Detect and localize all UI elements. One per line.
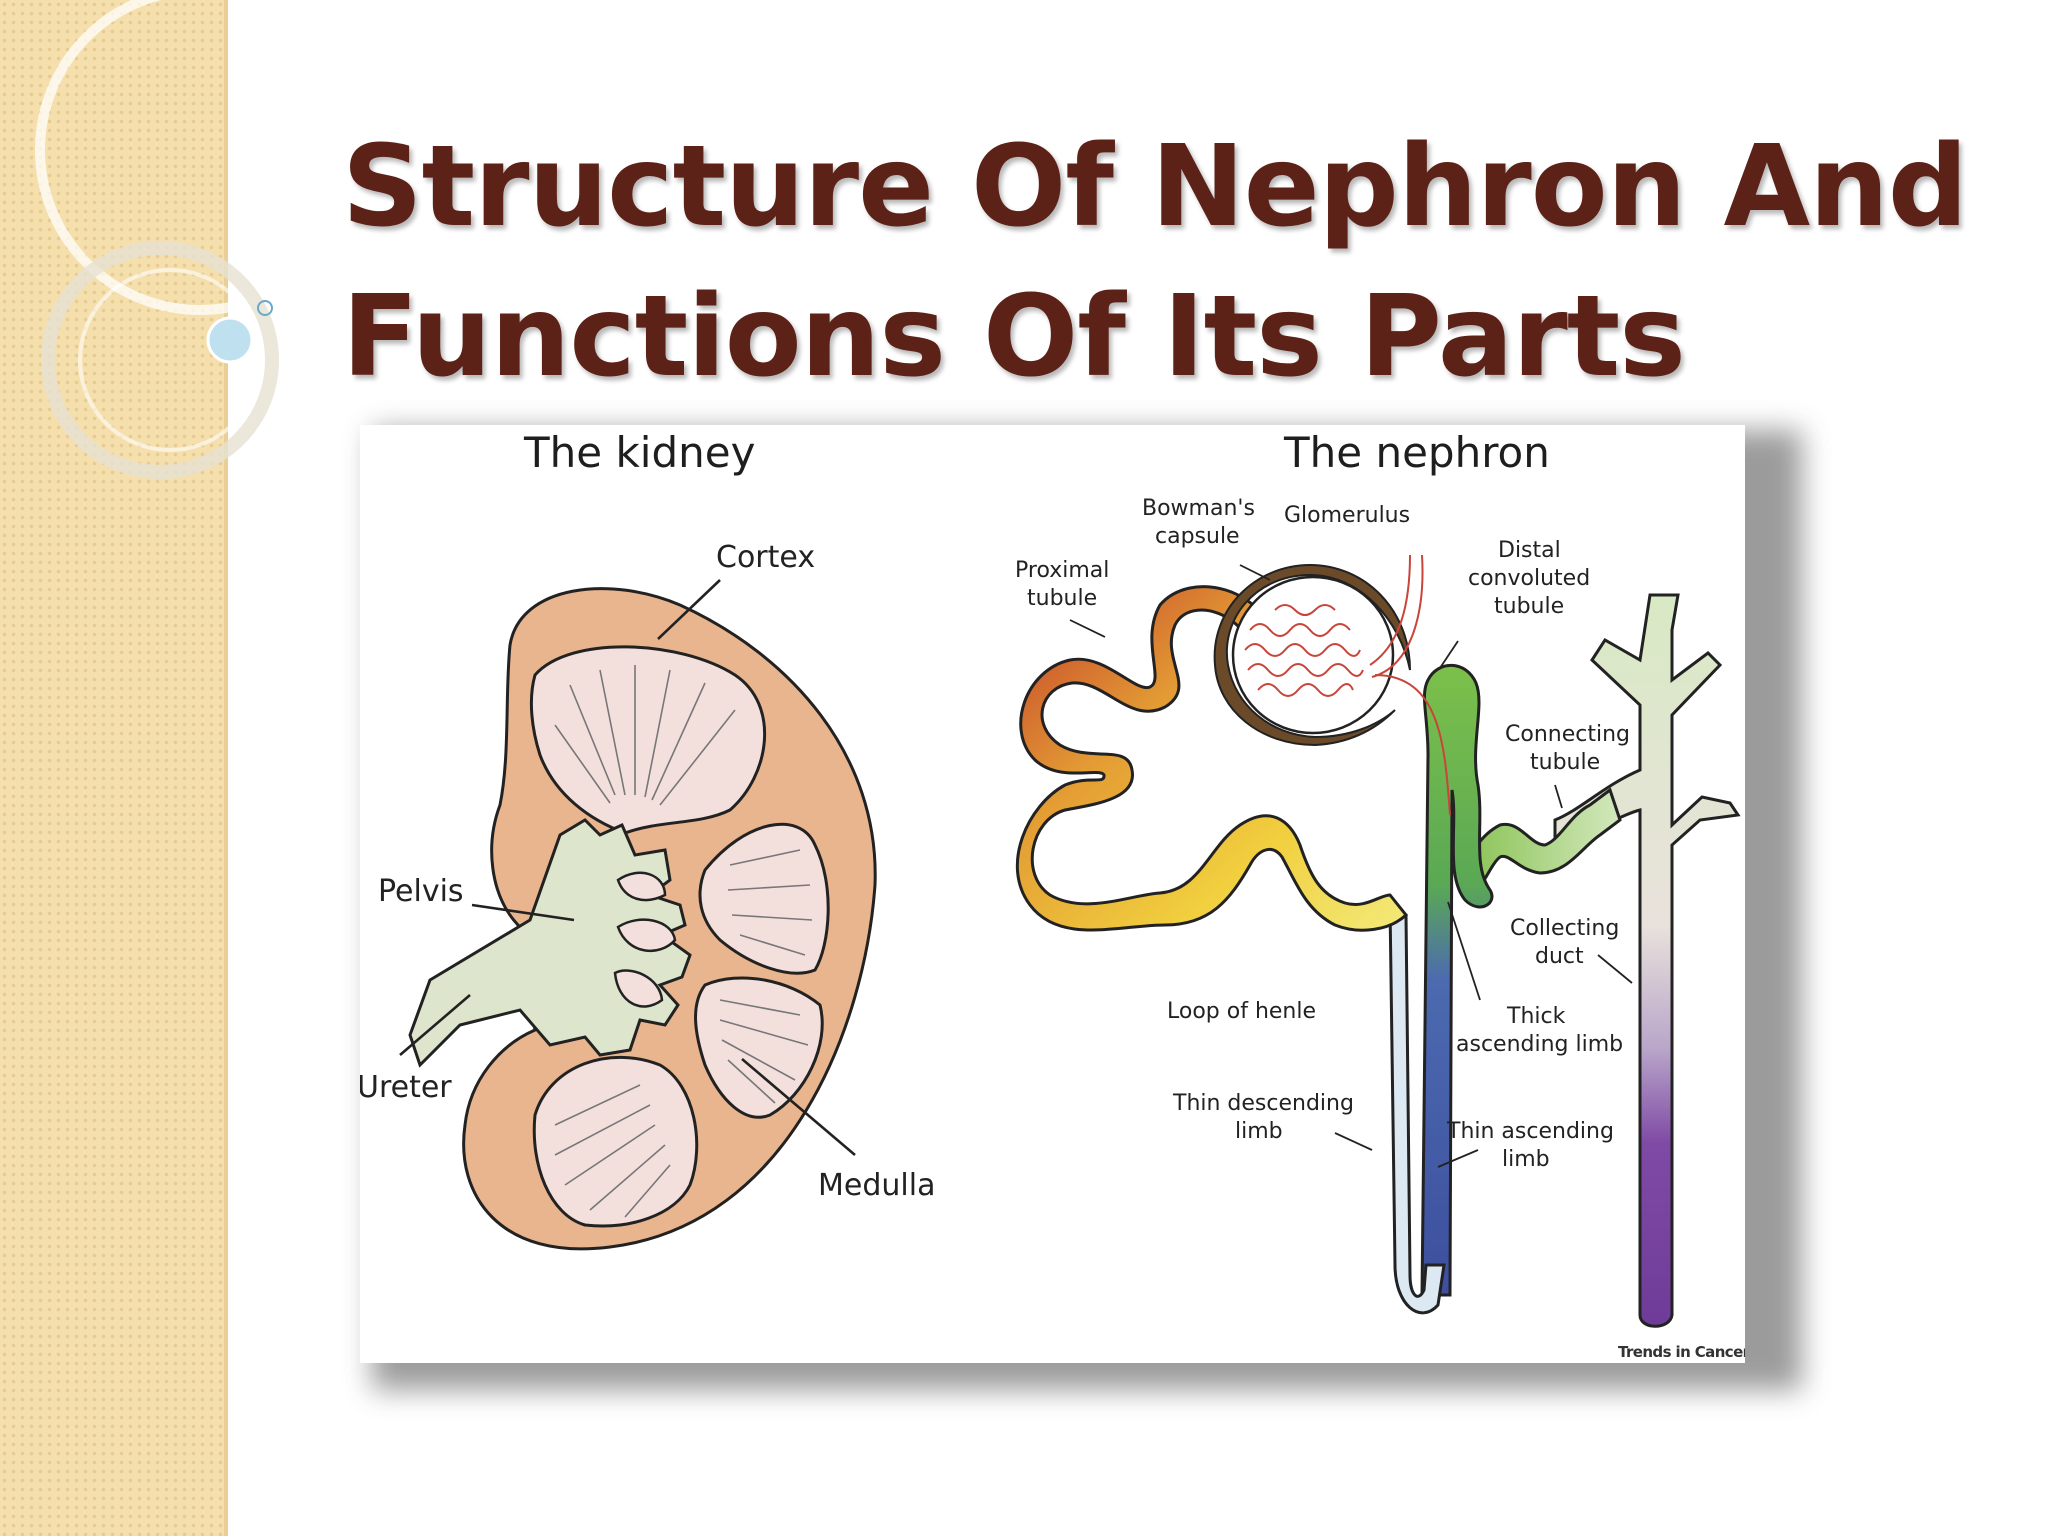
label-bowmans-capsule-1: Bowman's bbox=[1142, 496, 1255, 521]
connecting-tubule bbox=[1458, 787, 1622, 900]
kidney-calyx-1 bbox=[616, 871, 667, 902]
label-glomerulus: Glomerulus bbox=[1284, 503, 1410, 528]
medulla-pyramid-1 bbox=[529, 645, 767, 835]
label-distal-tubule-2: convoluted bbox=[1468, 566, 1590, 591]
label-proximal-tubule-2: tubule bbox=[1027, 586, 1097, 611]
collecting-duct bbox=[1553, 593, 1741, 1328]
leader-thin-ascending-limb bbox=[1437, 1149, 1479, 1168]
kidney-calyx-3 bbox=[613, 969, 664, 1008]
label-ureter: Ureter bbox=[360, 1070, 452, 1105]
deco-ring-inner bbox=[78, 268, 262, 452]
leader-bowmans-capsule bbox=[1239, 564, 1271, 581]
label-connecting-tubule-1: Connecting bbox=[1505, 722, 1630, 747]
thin-loop-of-henle bbox=[1388, 902, 1446, 1315]
deco-ring-large bbox=[35, 0, 320, 315]
label-distal-tubule-3: tubule bbox=[1494, 594, 1564, 619]
kidney-calyx-2 bbox=[616, 918, 677, 953]
deco-ring-medium bbox=[41, 241, 279, 479]
sidebar-border bbox=[224, 0, 228, 1536]
kidney-nephron-figure: The kidney Cortex Pelvis Ureter Medulla … bbox=[360, 425, 1745, 1363]
leader-pelvis bbox=[471, 903, 575, 922]
leader-distal-tubule bbox=[1439, 640, 1459, 669]
decorative-rings bbox=[35, 0, 320, 479]
label-thick-ascending-limb-2: ascending limb bbox=[1456, 1032, 1623, 1057]
figure-credit: Trends in Cancer bbox=[1618, 1343, 1745, 1361]
label-collecting-duct-2: duct bbox=[1535, 944, 1584, 969]
nephron-heading: The nephron bbox=[1283, 428, 1550, 477]
label-thin-descending-limb-1: Thin descending bbox=[1172, 1091, 1354, 1116]
medulla-striations bbox=[554, 665, 813, 1218]
medulla-pyramid-4 bbox=[532, 1055, 699, 1228]
leader-ureter bbox=[399, 994, 471, 1056]
slide-title: Structure Of Nephron And Functions Of It… bbox=[342, 112, 1968, 412]
label-pelvis: Pelvis bbox=[378, 874, 464, 909]
bowmans-capsule bbox=[1213, 563, 1411, 747]
leader-thin-descending-limb bbox=[1334, 1132, 1373, 1151]
proximal-tubule bbox=[1015, 585, 1409, 932]
label-thick-ascending-limb-1: Thick bbox=[1506, 1004, 1566, 1029]
glomerulus-capillaries bbox=[1244, 554, 1451, 816]
leader-medulla bbox=[741, 1058, 856, 1156]
leader-cortex bbox=[657, 579, 721, 640]
label-proximal-tubule-1: Proximal bbox=[1015, 558, 1109, 583]
figure-canvas: The kidney Cortex Pelvis Ureter Medulla … bbox=[360, 428, 1745, 1361]
label-thin-descending-limb-2: limb bbox=[1235, 1119, 1283, 1144]
slide-title-line-2: Functions Of Its Parts bbox=[342, 272, 1686, 402]
kidney-heading: The kidney bbox=[523, 428, 755, 477]
label-cortex: Cortex bbox=[716, 540, 815, 575]
label-bowmans-capsule-2: capsule bbox=[1155, 524, 1240, 549]
deco-bubble-icon bbox=[206, 316, 254, 364]
label-thin-ascending-limb-1: Thin ascending bbox=[1446, 1119, 1614, 1144]
label-medulla: Medulla bbox=[818, 1168, 935, 1203]
label-connecting-tubule-2: tubule bbox=[1530, 750, 1600, 775]
leader-thick-ascending-limb bbox=[1447, 901, 1481, 1001]
deco-dot-icon bbox=[257, 300, 273, 316]
leader-connecting-tubule bbox=[1554, 784, 1563, 809]
label-distal-tubule-1: Distal bbox=[1498, 538, 1561, 563]
label-thin-ascending-limb-2: limb bbox=[1502, 1147, 1550, 1172]
leader-collecting-duct bbox=[1597, 954, 1633, 984]
leader-proximal-tubule bbox=[1069, 619, 1106, 638]
label-loop-of-henle: Loop of henle bbox=[1167, 999, 1316, 1024]
slide-title-line-1: Structure Of Nephron And bbox=[342, 122, 1968, 252]
label-collecting-duct-1: Collecting bbox=[1510, 916, 1619, 941]
thick-ascending-limb bbox=[1420, 663, 1494, 1297]
medulla-pyramid-2 bbox=[698, 822, 830, 975]
